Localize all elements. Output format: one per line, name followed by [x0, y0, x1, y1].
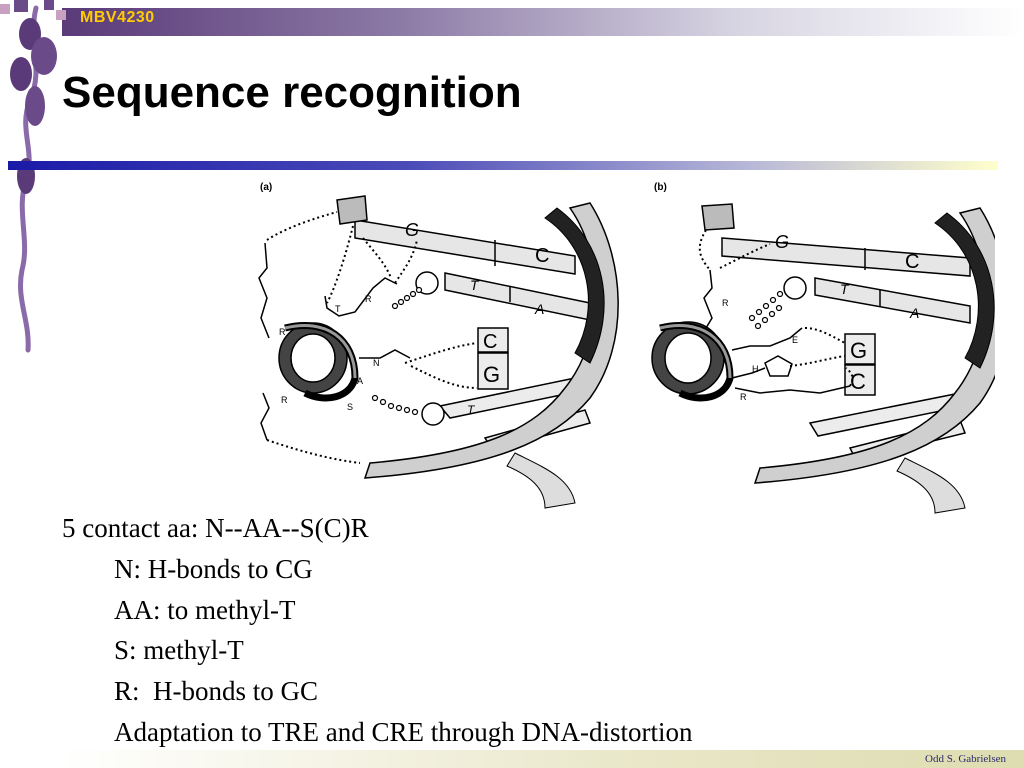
slide-title: Sequence recognition — [62, 68, 522, 117]
panel-a-residue-t: T — [335, 304, 341, 314]
header-bar — [62, 8, 1024, 36]
panel-b-residue-r2: R — [740, 392, 747, 402]
bullet-sub-aa: AA: to methyl-T — [114, 594, 296, 625]
dna-contact-figure: (a) G C T A C G T T T — [258, 182, 995, 514]
panel-b-residue-r1: R — [722, 298, 729, 308]
panel-a-residue-r2: R — [279, 327, 286, 337]
panel-a-base-c2: C — [483, 331, 497, 353]
footer-bar — [60, 750, 1024, 768]
bullet-sub-r: R: H-bonds to GC — [114, 676, 319, 707]
panel-b-base-t: T — [840, 281, 850, 297]
bullet-sub-adaptation: Adaptation to TRE and CRE through DNA-di… — [114, 716, 693, 747]
panel-a-base-a: A — [534, 301, 544, 317]
panel-a-residue-a: A — [357, 376, 363, 386]
panel-a-residue-r3: R — [281, 395, 288, 405]
bullet-sub-n: N: H-bonds to CG — [114, 553, 313, 584]
panel-a-base-t2: T — [467, 403, 476, 417]
title-rule — [8, 161, 998, 170]
panel-a-residue-r1: R — [365, 294, 372, 304]
bullet-main: 5 contact aa: N--AA--S(C)R — [62, 513, 369, 543]
panel-a-label: (a) — [260, 182, 272, 193]
panel-b-base-a: A — [909, 305, 919, 321]
vine-decoration — [0, 0, 66, 353]
panel-a-base-g2: G — [483, 362, 500, 387]
panel-b: (b) G C T A G C R E H R — [651, 182, 995, 514]
panel-a-base-t: T — [470, 277, 480, 293]
panel-b-base-g: G — [775, 232, 789, 252]
course-label: MBV4230 — [80, 9, 155, 26]
panel-b-base-c2: C — [850, 369, 866, 394]
bullet-sub-s: S: methyl-T — [114, 635, 244, 666]
panel-b-base-c: C — [905, 251, 919, 273]
panel-a-base-c: C — [535, 245, 549, 267]
panel-a: (a) G C T A C G T T T — [258, 182, 619, 509]
author-credit: Odd S. Gabrielsen — [925, 753, 1006, 765]
panel-a-residue-s: S — [347, 402, 353, 412]
panel-b-label: (b) — [654, 182, 667, 193]
panel-b-residue-h: H — [752, 364, 759, 374]
panel-a-residue-n: N — [373, 358, 380, 368]
panel-b-base-g2: G — [850, 338, 867, 363]
panel-b-residue-e: E — [792, 335, 798, 345]
bullet-list: 5 contact aa: N--AA--S(C)R N: H-bonds to… — [62, 508, 692, 753]
panel-a-base-g: G — [405, 220, 419, 240]
